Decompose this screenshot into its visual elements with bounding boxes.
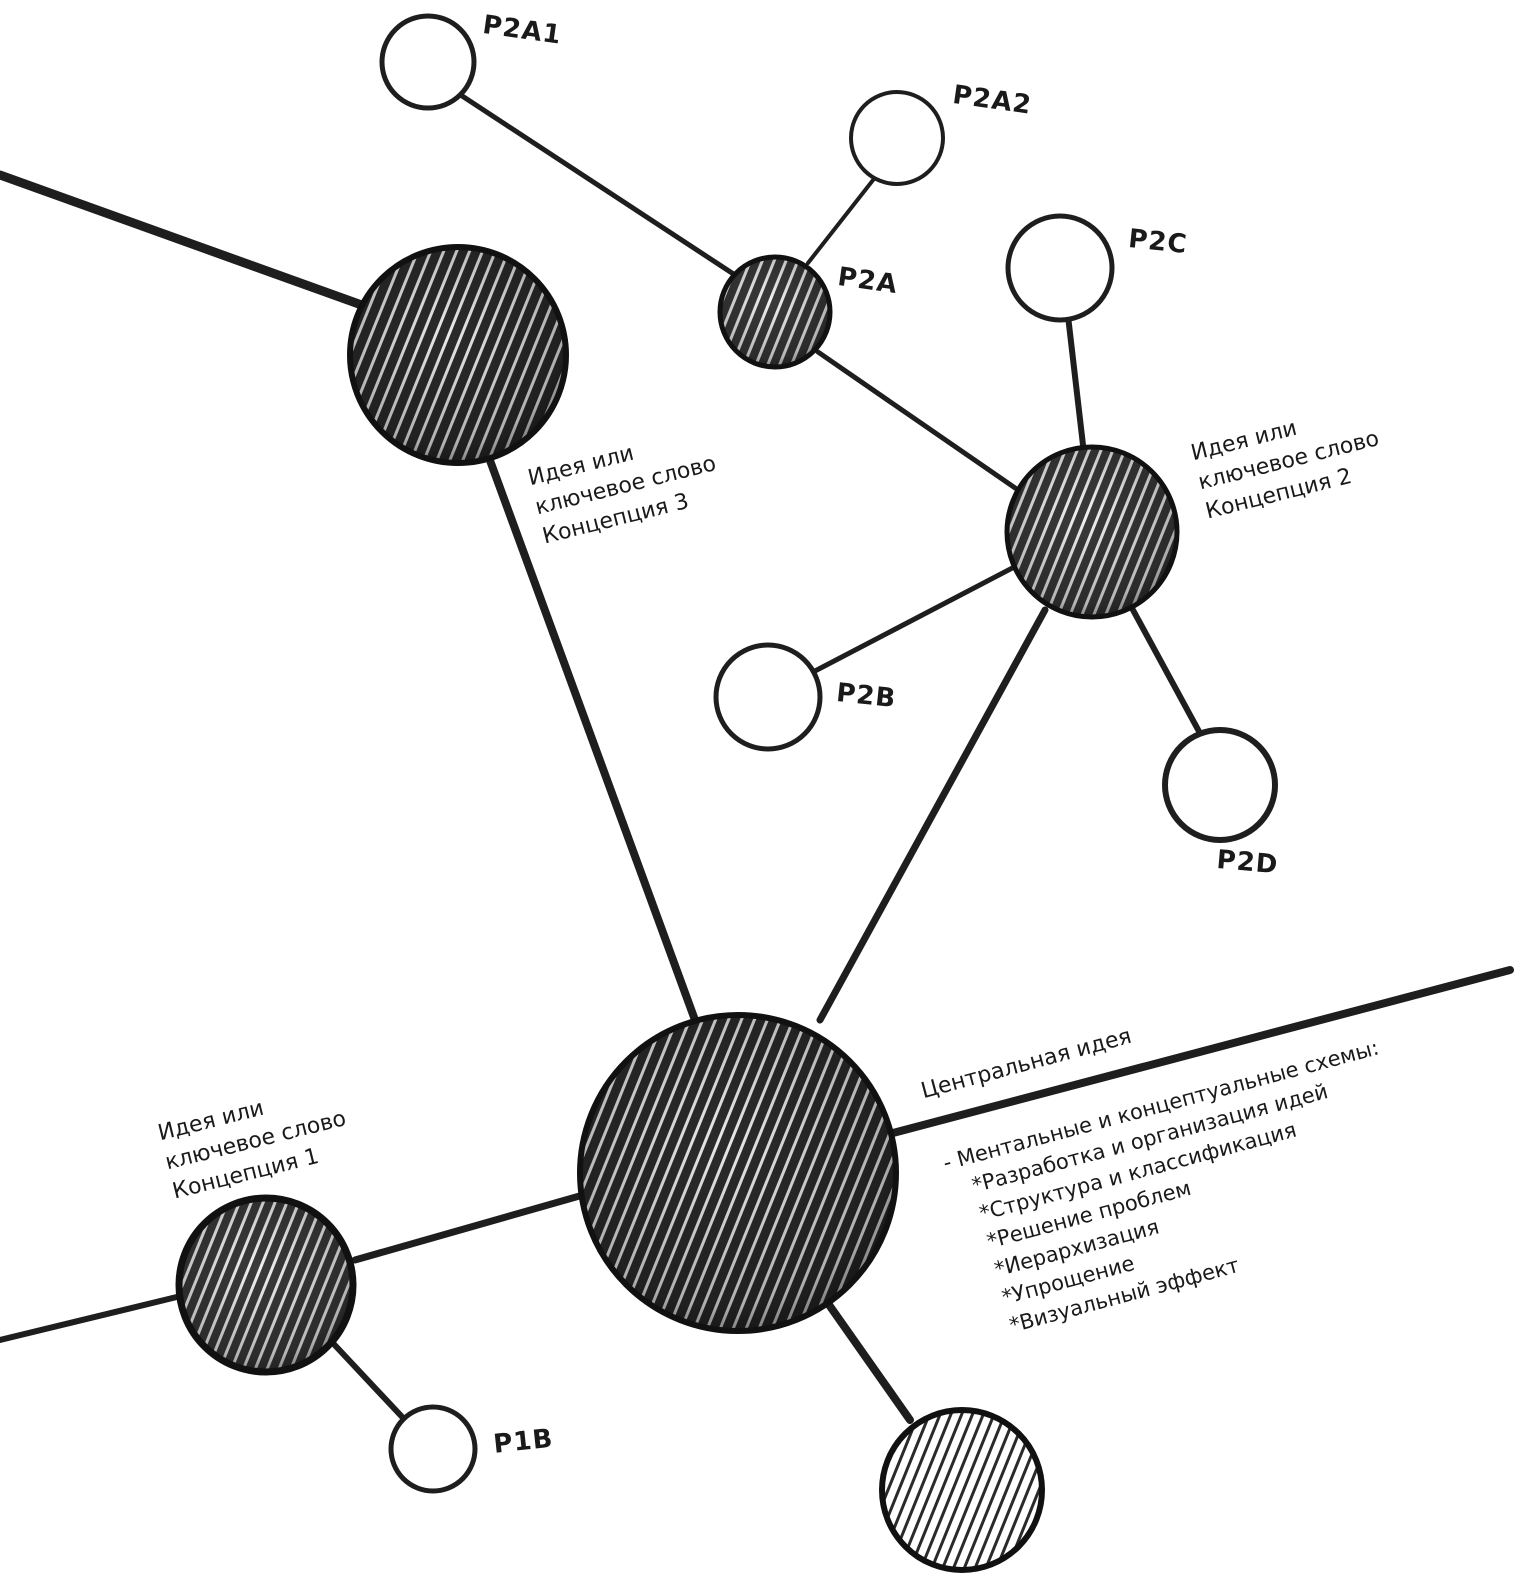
edge-left-offscreen-concept1 (0, 1292, 188, 1343)
edge-P2A-P2A1 (447, 85, 738, 278)
concept1-node (175, 1194, 357, 1376)
edge-central-right-offscreen (889, 966, 1514, 1137)
P2B-node (713, 642, 823, 752)
edge-central-bottom (816, 1288, 914, 1424)
P2A-node (717, 254, 833, 370)
edge-concept2-P2D (1130, 607, 1211, 751)
label-P2C: P2C (1126, 224, 1189, 261)
edge-central-concept3 (484, 451, 699, 1024)
central-node (577, 1012, 899, 1334)
concept3-node (347, 244, 569, 466)
concept2-node (1004, 444, 1180, 620)
P2A2-node (849, 90, 945, 186)
edges (0, 85, 1514, 1424)
edge-concept2-P2B (789, 549, 1046, 686)
label-P2B: P2B (834, 678, 898, 715)
edge-P2A-P2A2 (806, 173, 879, 265)
label-P1B: P1B (492, 1423, 555, 1460)
empty-nodes (379, 13, 1278, 1494)
label-P2D: P2D (1215, 845, 1280, 881)
edge-concept2-P2C (1065, 313, 1086, 448)
bottom-node (879, 1407, 1045, 1573)
edge-central-concept2 (816, 606, 1049, 1024)
edge-central-concept1 (351, 1191, 587, 1264)
edge-concept2-P2A (815, 349, 1021, 493)
P2D-node (1162, 727, 1278, 843)
P2A1-node (379, 13, 477, 111)
edge-concept1-P1B (327, 1337, 408, 1423)
edge-left-offscreen-concept3 (0, 170, 375, 313)
P1B-node (388, 1404, 478, 1494)
P2C-node (1005, 213, 1115, 323)
